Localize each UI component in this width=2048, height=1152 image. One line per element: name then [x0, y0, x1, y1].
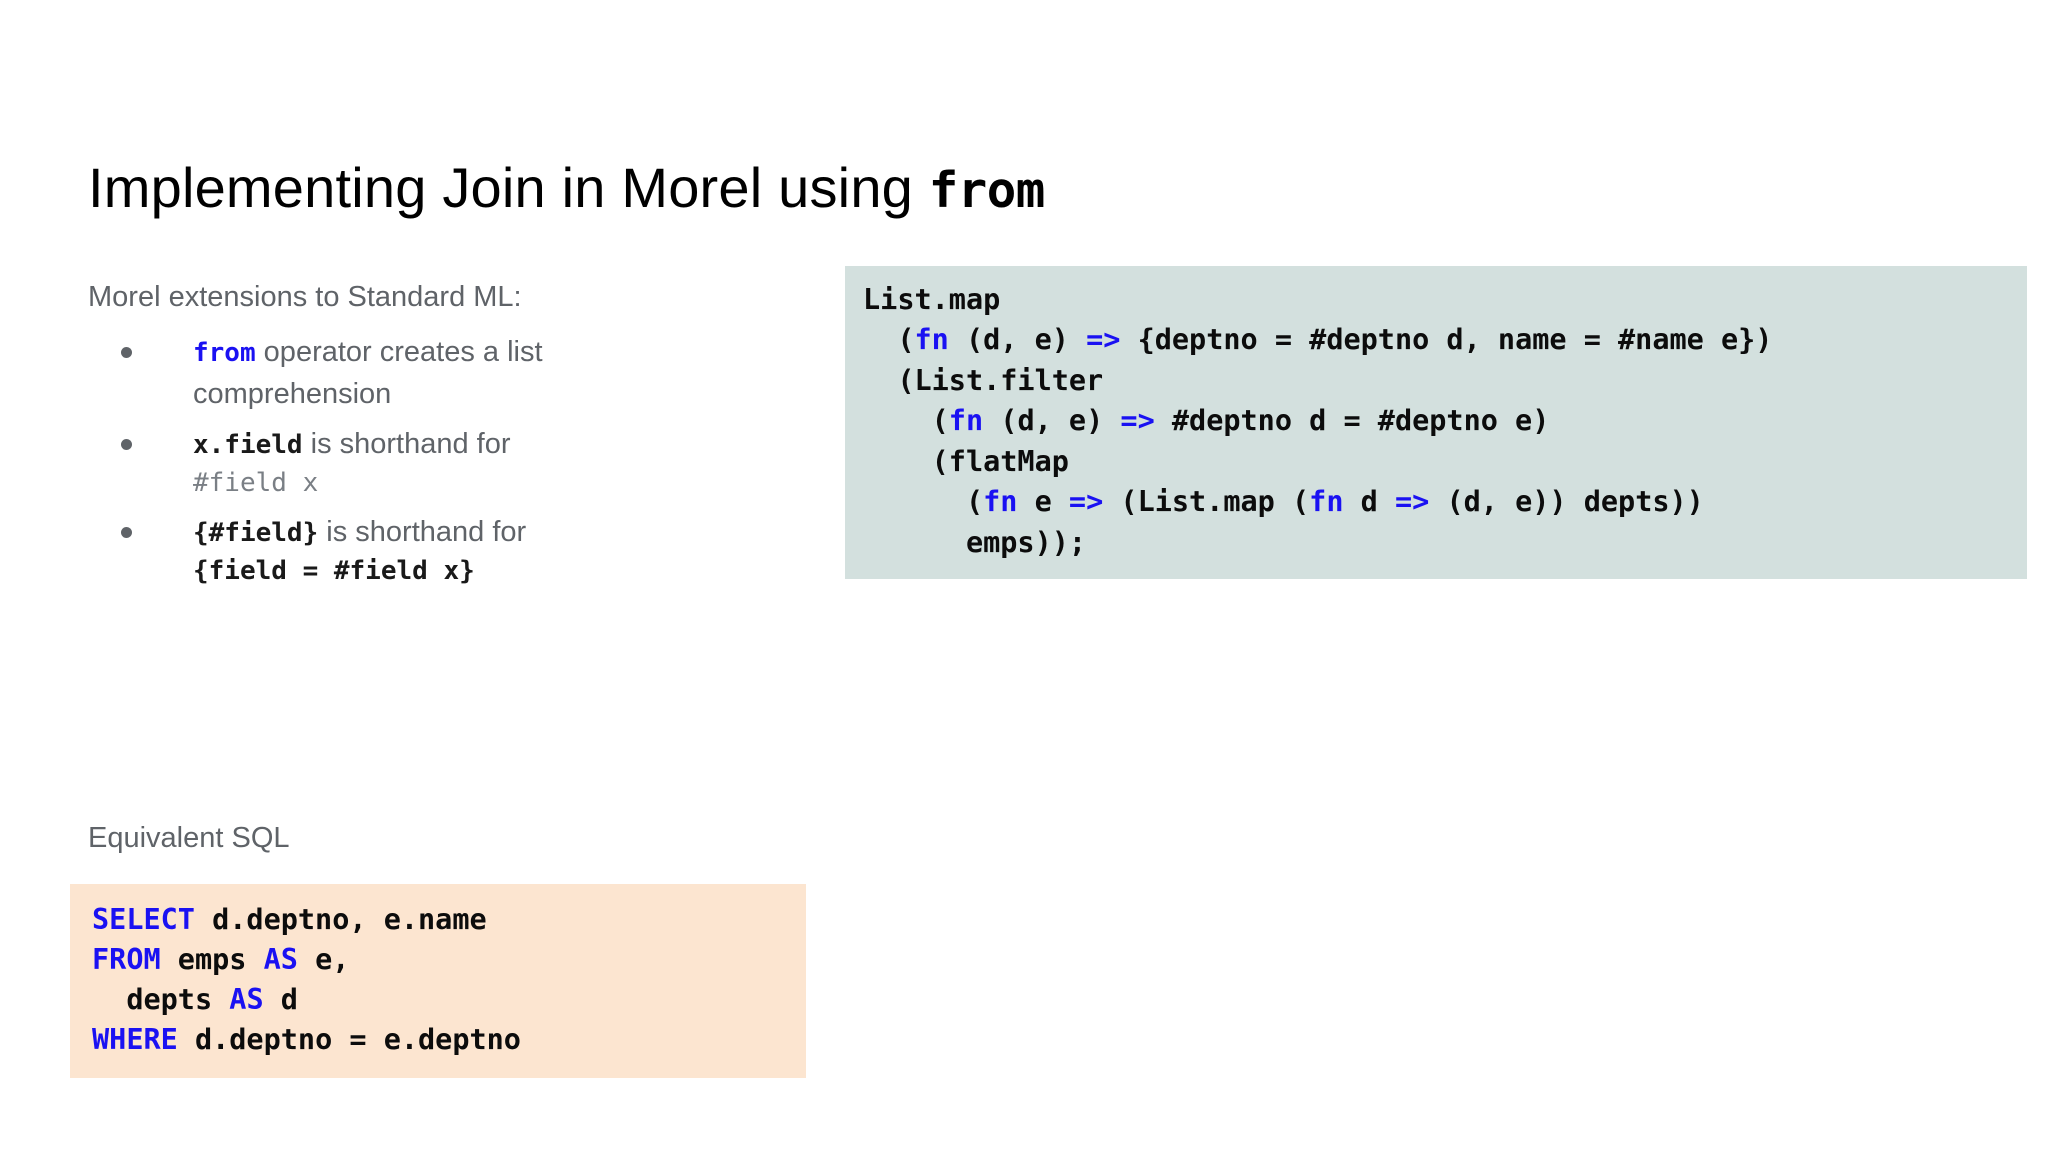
page-title: Implementing Join in Morel using from: [88, 156, 1045, 220]
bullet-3-text: is shorthand for: [318, 515, 527, 548]
list-item: x.field is shorthand for #field x: [88, 423, 748, 503]
bullet-dot-icon: [121, 439, 132, 451]
page-title-prefix: Implementing Join in Morel using: [88, 155, 929, 219]
bullet-dot-icon: [121, 526, 132, 538]
morel-code-text: List.map (fn (d, e) => {deptno = #deptno…: [863, 283, 1773, 559]
bullet-2-code: x.field: [193, 430, 303, 461]
list-item: from operator creates a list comprehensi…: [88, 331, 748, 415]
lead-text: Morel extensions to Standard ML:: [88, 281, 522, 313]
bullet-3-code: {#field}: [193, 517, 319, 548]
bullet-2-text: is shorthand for: [302, 428, 511, 461]
bullet-line-secondary: comprehension: [193, 378, 392, 411]
left-column: Morel extensions to Standard ML: from op…: [88, 278, 748, 599]
equivalent-sql-label: Equivalent SQL: [88, 822, 290, 854]
bullet-1-text: operator creates a list: [255, 336, 543, 369]
bullet-line-primary: from operator creates a list: [193, 331, 748, 373]
bullet-3-code-secondary: {field = #field x}: [193, 556, 475, 587]
sql-code-block: SELECT d.deptno, e.name FROM emps AS e, …: [70, 884, 806, 1078]
page-title-keyword: from: [928, 161, 1046, 219]
bullet-line-primary: {#field} is shorthand for: [193, 511, 748, 553]
extensions-bullet-list: from operator creates a list comprehensi…: [88, 331, 748, 591]
bullet-2-code-secondary: #field x: [193, 468, 319, 499]
bullet-line-primary: x.field is shorthand for: [193, 423, 748, 465]
morel-code-block: List.map (fn (d, e) => {deptno = #deptno…: [845, 266, 2027, 580]
bullet-1-code: from: [193, 338, 256, 369]
bullet-dot-icon: [121, 347, 132, 359]
sql-code-text: SELECT d.deptno, e.name FROM emps AS e, …: [92, 903, 521, 1056]
list-item: {#field} is shorthand for {field = #fiel…: [88, 511, 748, 591]
